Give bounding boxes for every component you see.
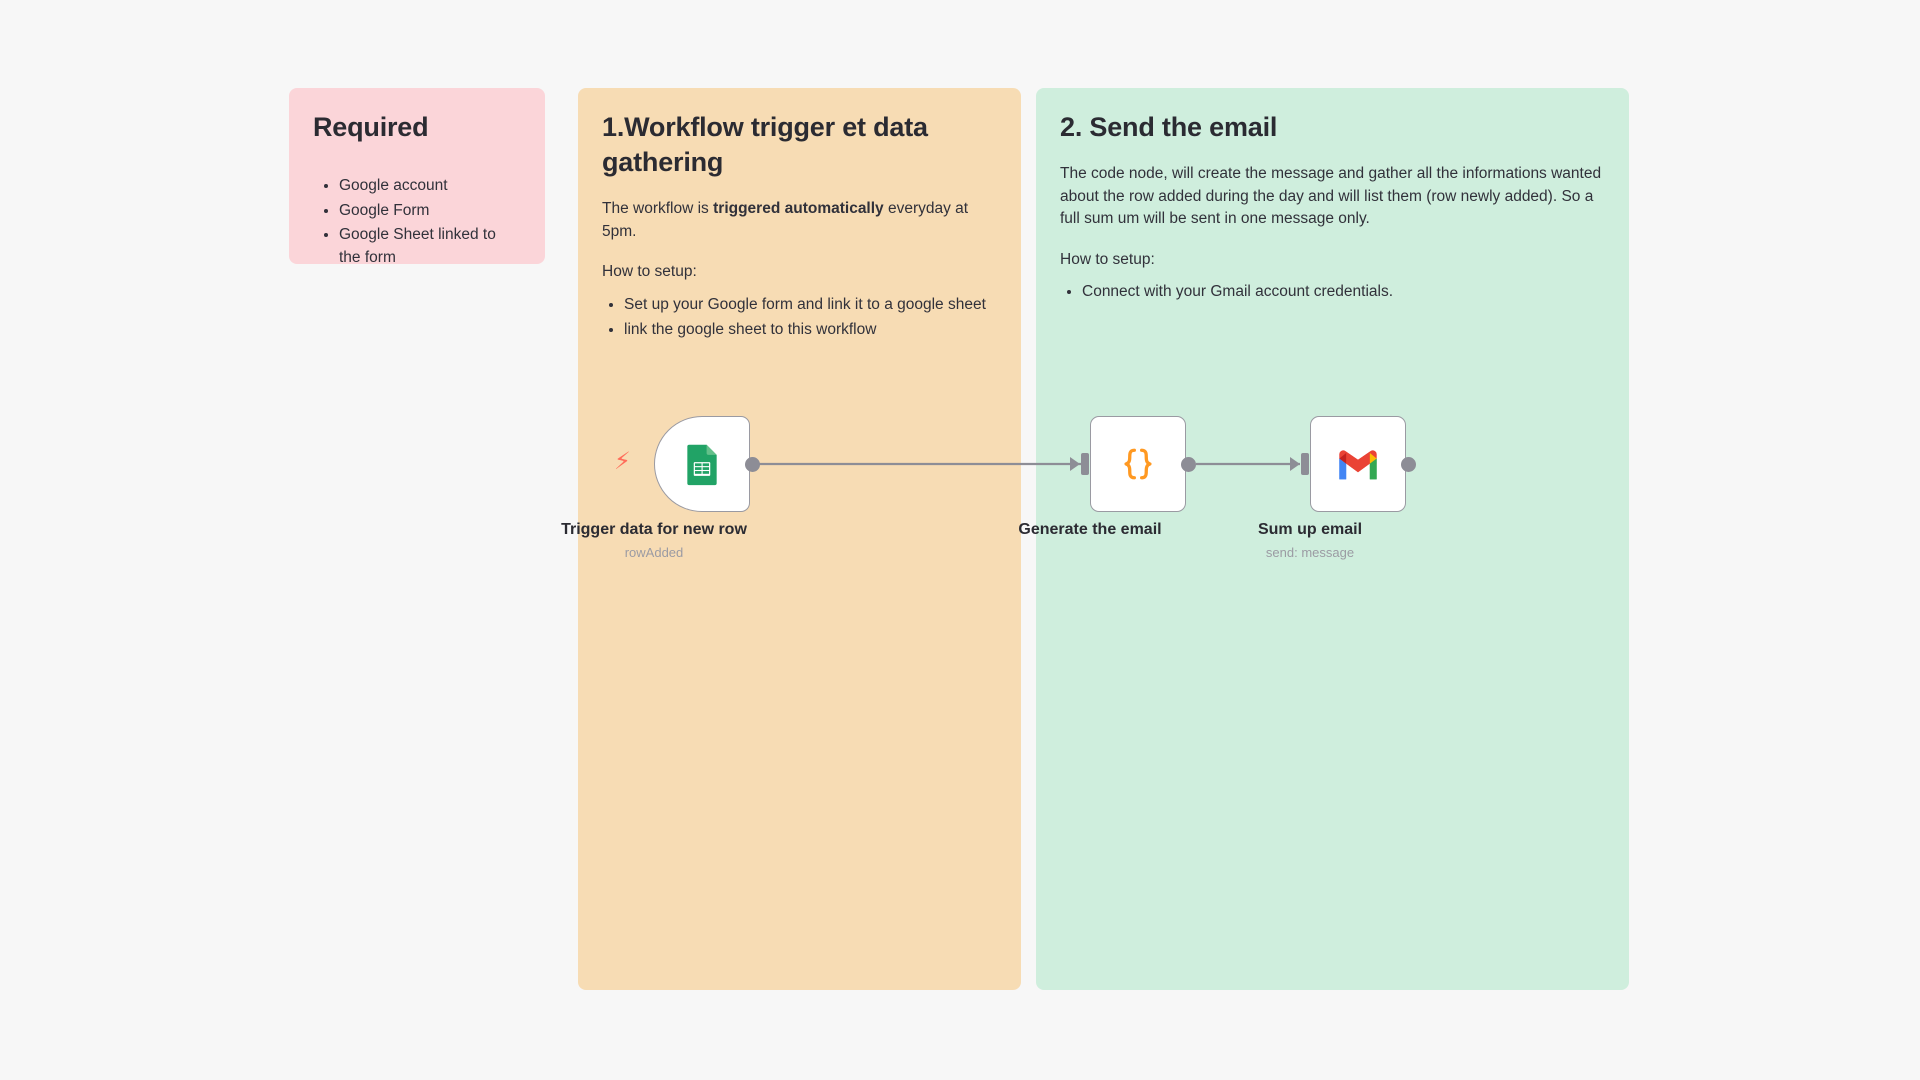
node-caption-sheets: Trigger data for new row rowAdded (524, 520, 784, 562)
output-endpoint-code[interactable] (1181, 457, 1196, 472)
code-node[interactable] (1090, 416, 1186, 512)
output-endpoint-gmail[interactable] (1401, 457, 1416, 472)
sticky-title-email: 2. Send the email (1060, 112, 1278, 142)
sticky-note-required[interactable]: Required Google account Google Form Goog… (289, 88, 545, 264)
node-subtitle: send: message (1265, 544, 1355, 560)
email-setup-list: Connect with your Gmail account credenti… (1060, 281, 1605, 303)
google-sheets-icon (687, 444, 717, 486)
input-arrow-gmail (1290, 457, 1300, 471)
list-item: Google Sheet linked to the form (339, 224, 521, 264)
input-arrow-code (1070, 457, 1080, 471)
trigger-desc-prefix: The workflow is (602, 200, 714, 218)
output-endpoint-sheets[interactable] (745, 457, 760, 472)
input-endpoint-gmail[interactable] (1301, 453, 1309, 475)
gmail-icon (1339, 450, 1377, 480)
required-list: Google account Google Form Google Sheet … (313, 175, 521, 264)
trigger-setup-list: Set up your Google form and link it to a… (602, 294, 997, 342)
gmail-node[interactable] (1310, 416, 1406, 512)
node-subtitle: rowAdded (624, 544, 684, 560)
trigger-setup-label: How to setup: (602, 263, 697, 281)
node-caption-gmail: Sum up email send: message (1180, 520, 1440, 562)
list-item: Connect with your Gmail account credenti… (1082, 281, 1605, 303)
list-item: Set up your Google form and link it to a… (624, 294, 997, 316)
google-sheets-trigger-node[interactable] (654, 416, 750, 512)
input-endpoint-code[interactable] (1081, 453, 1089, 475)
email-setup-label: How to setup: (1060, 250, 1155, 268)
code-braces-icon (1124, 448, 1152, 480)
sticky-note-email[interactable]: 2. Send the email The code node, will cr… (1036, 88, 1629, 990)
list-item: Google account (339, 175, 521, 197)
list-item: Google Form (339, 200, 521, 222)
sticky-title-required: Required (313, 112, 429, 142)
sticky-note-trigger[interactable]: 1.Workflow trigger et data gathering The… (578, 88, 1021, 990)
node-title: Sum up email (1257, 521, 1363, 538)
node-title: Trigger data for new row (561, 521, 747, 538)
trigger-desc-bold: triggered automatically (713, 200, 884, 218)
email-description: The code node, will create the message a… (1060, 165, 1602, 228)
lightning-bolt-icon: ⚡ (614, 448, 631, 475)
trigger-desc-suffix: everyday at 5pm. (602, 200, 969, 240)
list-item: link the google sheet to this workflow (624, 319, 997, 341)
sticky-title-trigger: 1.Workflow trigger et data gathering (602, 112, 928, 178)
trigger-description: The workflow is triggered automatically … (602, 198, 997, 243)
node-caption-code: Generate the email (960, 520, 1220, 544)
node-title: Generate the email (1018, 521, 1162, 538)
